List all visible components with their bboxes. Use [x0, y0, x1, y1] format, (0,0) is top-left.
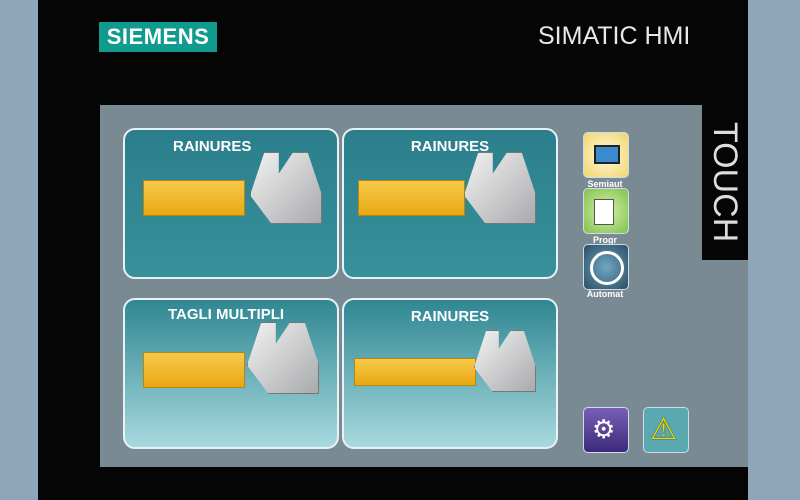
laptop-cycle-icon: [590, 251, 624, 285]
wood-image: [354, 358, 476, 386]
automat-label: Automat: [586, 289, 624, 299]
tile-rainures-1[interactable]: RAINURES: [123, 128, 339, 279]
settings-button[interactable]: ⚙: [583, 407, 629, 453]
tile-label: TAGLI MULTIPLI: [167, 306, 285, 323]
profile-image: [474, 330, 536, 392]
profile-image: [247, 322, 319, 394]
siemens-logo: SIEMENS: [99, 22, 217, 52]
tile-rainures-3[interactable]: RAINURES: [342, 298, 558, 449]
semiaut-button[interactable]: [583, 132, 629, 178]
tile-tagli-multipli[interactable]: TAGLI MULTIPLI: [123, 298, 339, 449]
brand-title: SIMATIC HMI: [538, 22, 691, 50]
tile-label: RAINURES: [173, 138, 252, 155]
progr-button[interactable]: [583, 188, 629, 234]
automat-button[interactable]: [583, 244, 629, 290]
hand-touch-laptop-icon: [594, 145, 620, 164]
tile-rainures-2[interactable]: RAINURES: [342, 128, 558, 279]
alarm-button[interactable]: ⚠: [643, 407, 689, 453]
touch-label: TOUCH: [702, 105, 748, 260]
semiaut-label: Semiaut: [587, 179, 623, 189]
warning-icon: ⚠: [650, 413, 677, 446]
gears-icon: ⚙: [592, 414, 616, 444]
wood-image: [143, 180, 245, 216]
wood-image: [143, 352, 245, 388]
wood-image: [358, 180, 465, 216]
pen-document-icon: [594, 199, 614, 225]
tile-label: RAINURES: [410, 308, 490, 325]
profile-image: [464, 152, 536, 224]
tile-label: RAINURES: [410, 138, 490, 155]
profile-image: [250, 152, 322, 224]
progr-label: Progr: [592, 235, 617, 245]
